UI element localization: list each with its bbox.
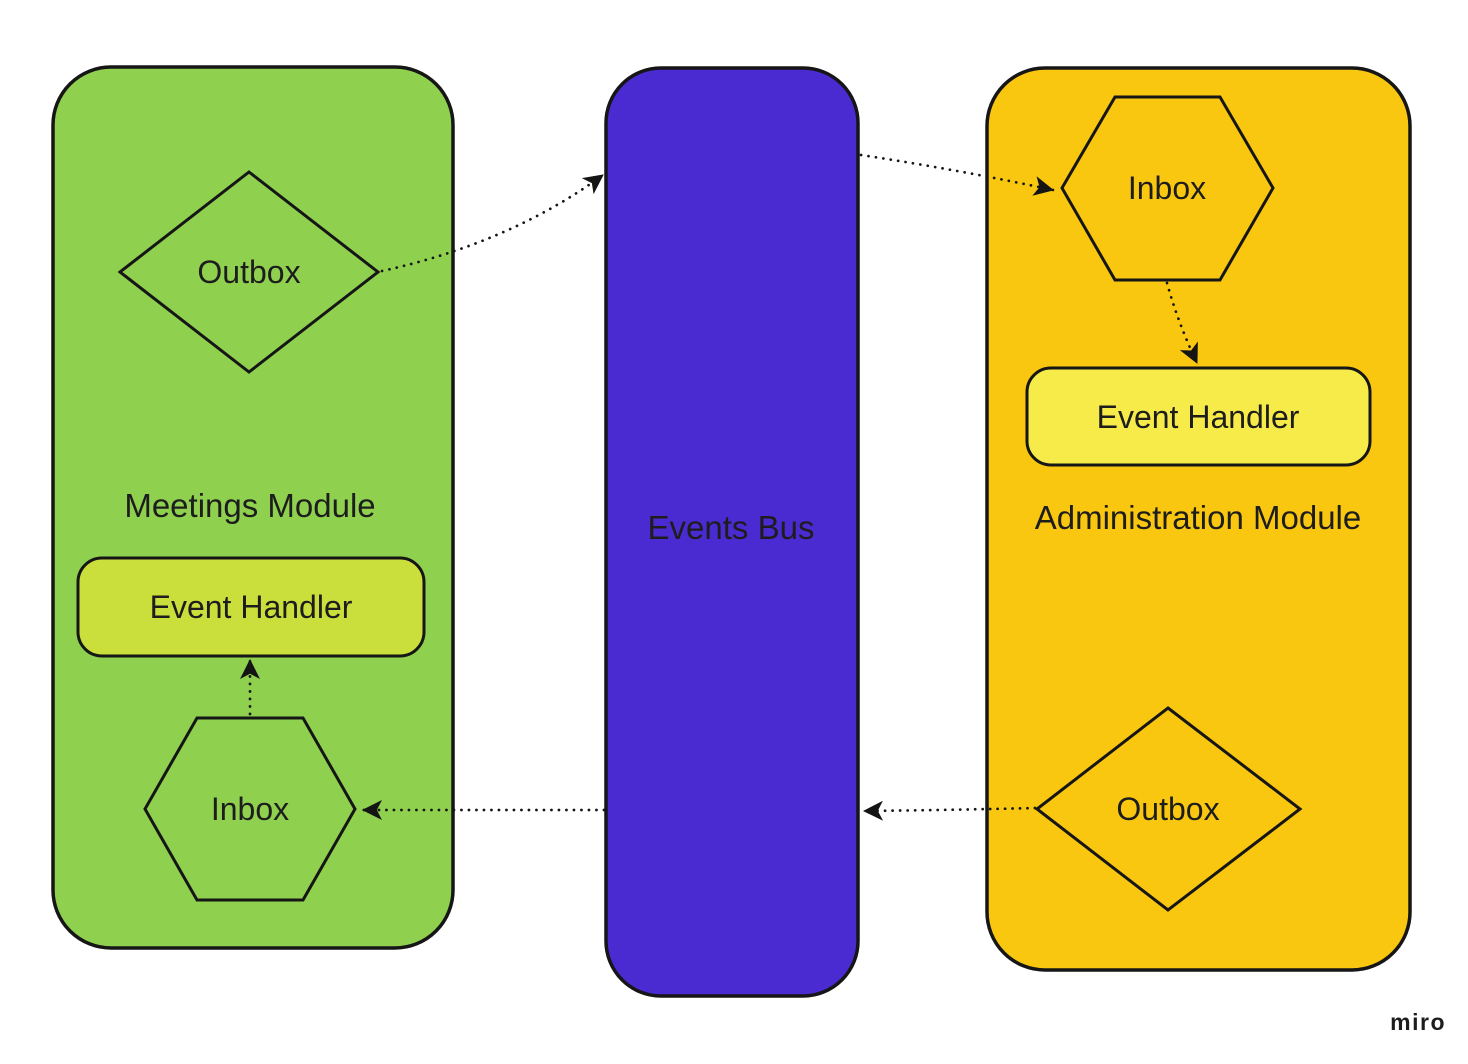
edge-administration-outbox-to-events-bus — [862, 800, 1037, 821]
meetings-module-title: Meetings Module — [124, 487, 375, 524]
administration-module-title: Administration Module — [1035, 499, 1362, 536]
meetings-event-handler-box — [76, 556, 426, 658]
miro-watermark: miro — [1390, 1009, 1446, 1035]
administration-event-handler-box — [1025, 366, 1372, 467]
administration-outbox-diamond — [1034, 706, 1303, 912]
edge-events-bus-to-administration-inbox — [859, 153, 1055, 196]
administration-event-handler-label: Event Handler — [1097, 399, 1300, 435]
meetings-outbox-label: Outbox — [197, 254, 300, 290]
meetings-inbox-hexagon — [143, 716, 357, 902]
edge-administration-inbox-to-event-handler — [1165, 281, 1199, 365]
meetings-event-handler-label: Event Handler — [150, 589, 353, 625]
administration-inbox-label: Inbox — [1128, 170, 1206, 206]
events-bus-container — [604, 66, 860, 998]
administration-module-container — [985, 66, 1412, 972]
administration-inbox-hexagon — [1060, 95, 1275, 282]
meetings-inbox-label: Inbox — [211, 791, 289, 827]
administration-outbox-label: Outbox — [1116, 791, 1219, 827]
meetings-outbox-diamond — [117, 170, 381, 374]
events-bus-title: Events Bus — [648, 509, 815, 546]
